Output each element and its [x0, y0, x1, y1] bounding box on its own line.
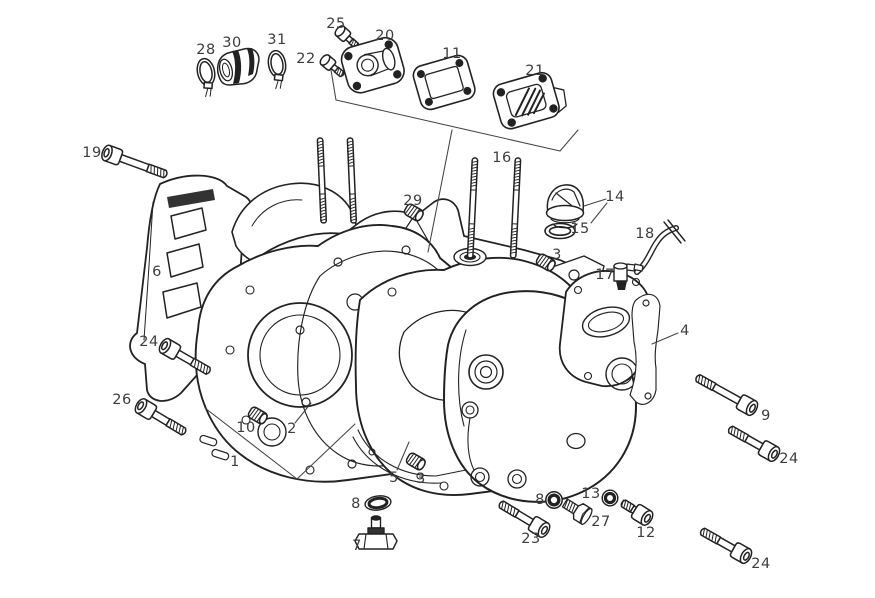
leader-intake-group	[330, 69, 579, 152]
leader-part-14	[583, 198, 608, 224]
gasket-11	[412, 54, 476, 111]
leader-part-4	[651, 332, 679, 345]
leader-part-1	[204, 407, 356, 480]
leader-lines	[204, 69, 679, 480]
bottom-stub-shafts	[199, 434, 230, 461]
gasket-5	[352, 429, 467, 484]
intake-joint-30	[216, 47, 260, 86]
leader-part-5	[396, 441, 410, 471]
seal-washer-8-left	[364, 495, 392, 511]
bolt-12	[616, 494, 656, 528]
bolt-24-right-upper	[724, 420, 783, 464]
hose-clamp-31	[265, 48, 291, 91]
hose-clamp-28	[194, 56, 221, 99]
leader-intake-to-case	[427, 129, 453, 253]
elbow-fitting-17	[613, 262, 644, 290]
washer-13	[600, 488, 620, 508]
o-ring-15	[544, 222, 576, 240]
bolt-9	[691, 369, 761, 418]
intake-manifold-20	[340, 36, 405, 94]
reed-valve-21	[492, 71, 567, 130]
leader-part-2	[294, 402, 312, 424]
seal-washer-8-right	[544, 490, 564, 510]
oil-filler-cap-14	[545, 184, 585, 229]
bolt-19	[99, 143, 171, 183]
breather-hose-18	[634, 219, 686, 275]
drain-plug-7	[354, 515, 398, 550]
bolt-23	[494, 495, 553, 540]
bolt-24-right-lower	[696, 522, 755, 566]
hex-plug-27	[561, 498, 593, 526]
crankcase-assembly-1	[129, 174, 661, 503]
gasket-4	[629, 293, 661, 405]
bolt-26	[132, 396, 191, 441]
